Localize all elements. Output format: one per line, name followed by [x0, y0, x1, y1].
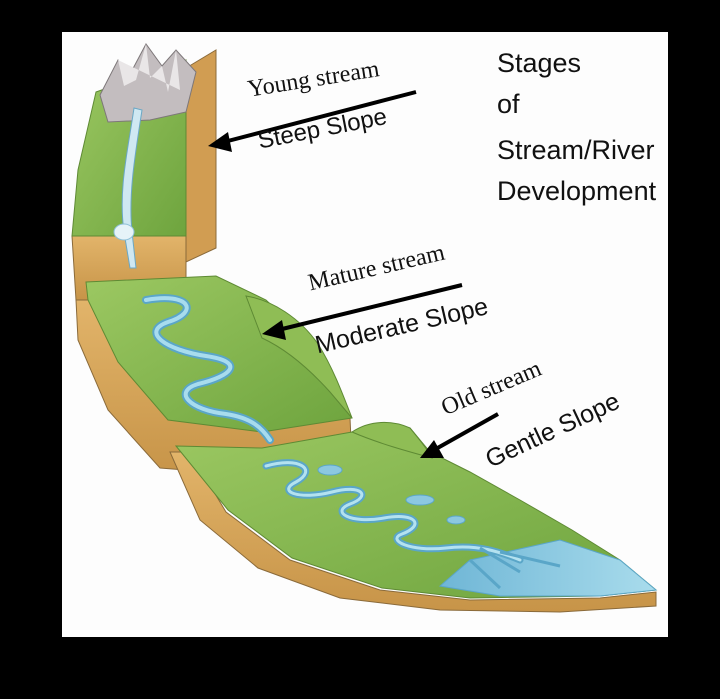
- title-line-3: Stream/River: [497, 135, 655, 165]
- arrow-old: [420, 412, 499, 458]
- old-stream-block: [169, 422, 658, 613]
- arrow-young: [208, 90, 417, 152]
- title-line-4: Development: [497, 176, 657, 206]
- arrow-mature: [262, 283, 463, 340]
- mature-stream-block: [75, 275, 353, 477]
- title-line-2: of: [497, 89, 520, 119]
- title-line-1: Stages: [497, 48, 582, 78]
- young-stream-block: [71, 43, 217, 301]
